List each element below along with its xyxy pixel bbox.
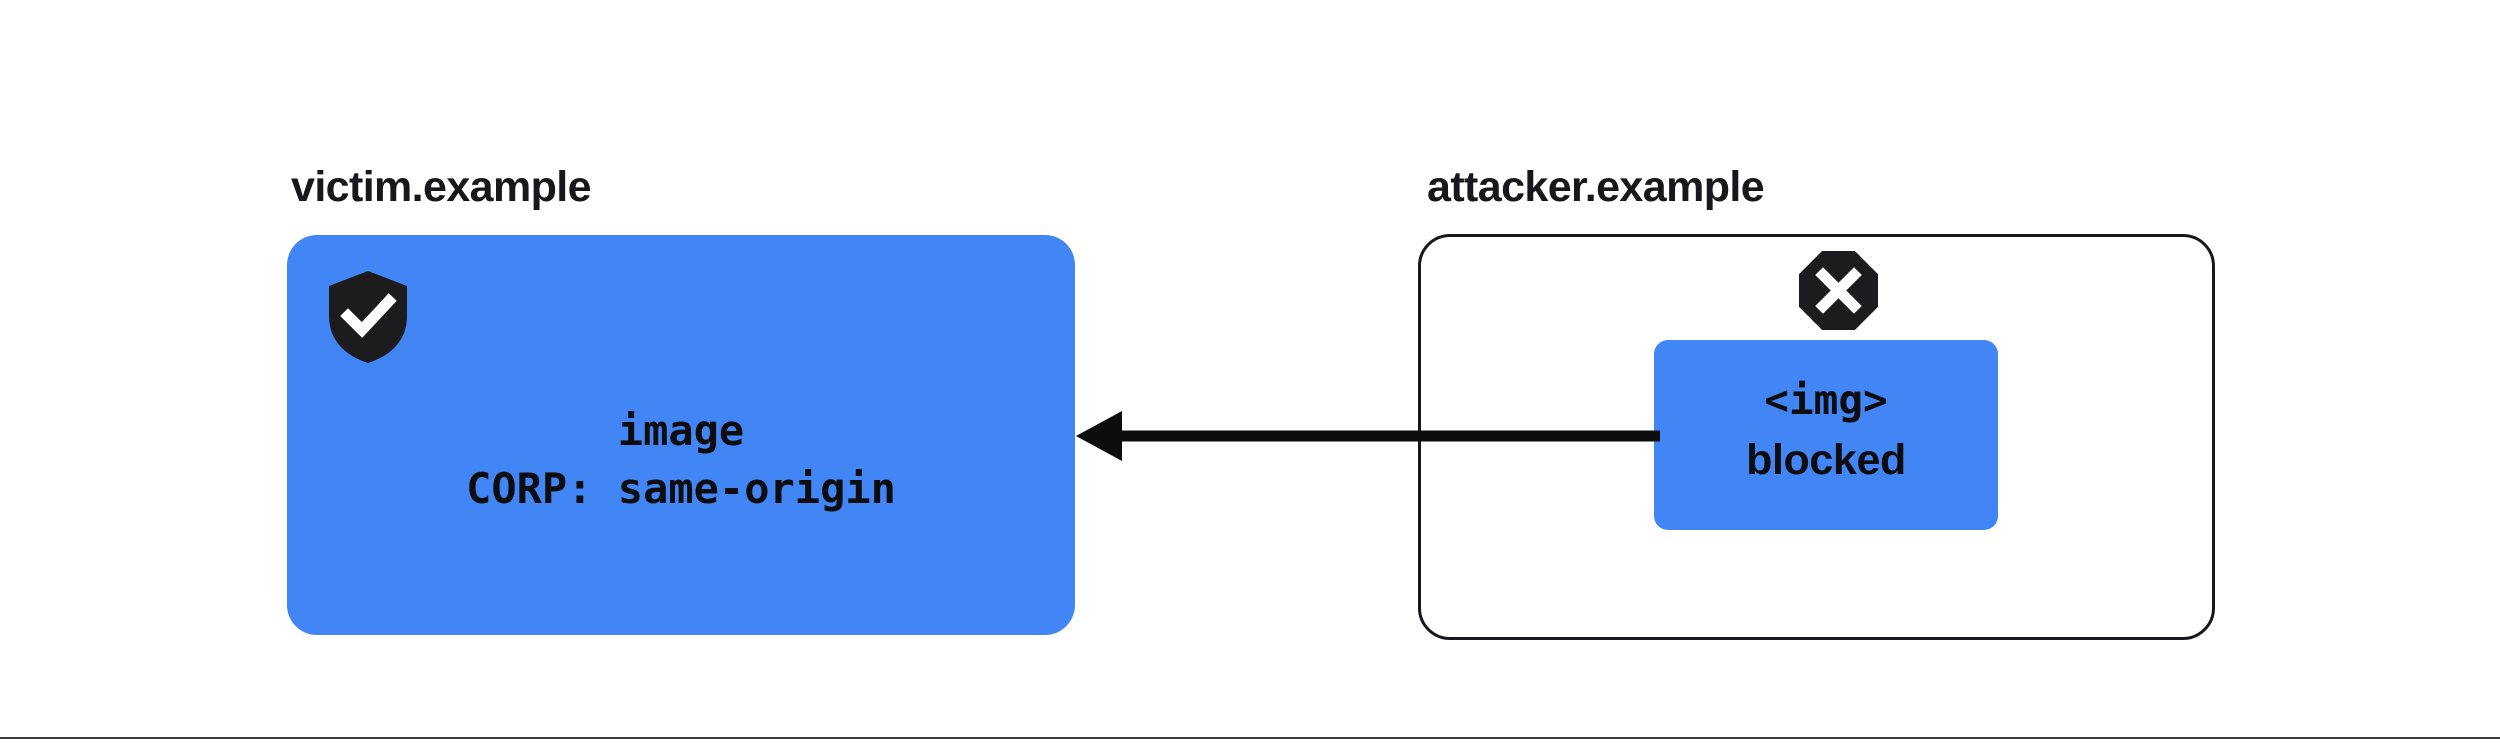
request-arrow — [1060, 400, 1680, 472]
octagon-x-icon — [1799, 251, 1878, 330]
img-status-text: blocked — [1746, 436, 1906, 484]
victim-resource-header: CORP: same-origin — [466, 464, 896, 513]
victim-resource-kind: image — [617, 406, 745, 455]
shield-check-icon — [329, 271, 407, 363]
victim-resource-box: image CORP: same-origin — [287, 235, 1075, 635]
bottom-divider — [0, 737, 2500, 739]
img-tag-text: <img> — [1764, 376, 1888, 424]
victim-origin-label: victim.example — [291, 163, 592, 211]
victim-resource-text: image CORP: same-origin — [287, 402, 1075, 518]
attacker-img-element: <img> blocked — [1654, 340, 1998, 530]
attacker-origin-label: attacker.example — [1427, 163, 1765, 211]
